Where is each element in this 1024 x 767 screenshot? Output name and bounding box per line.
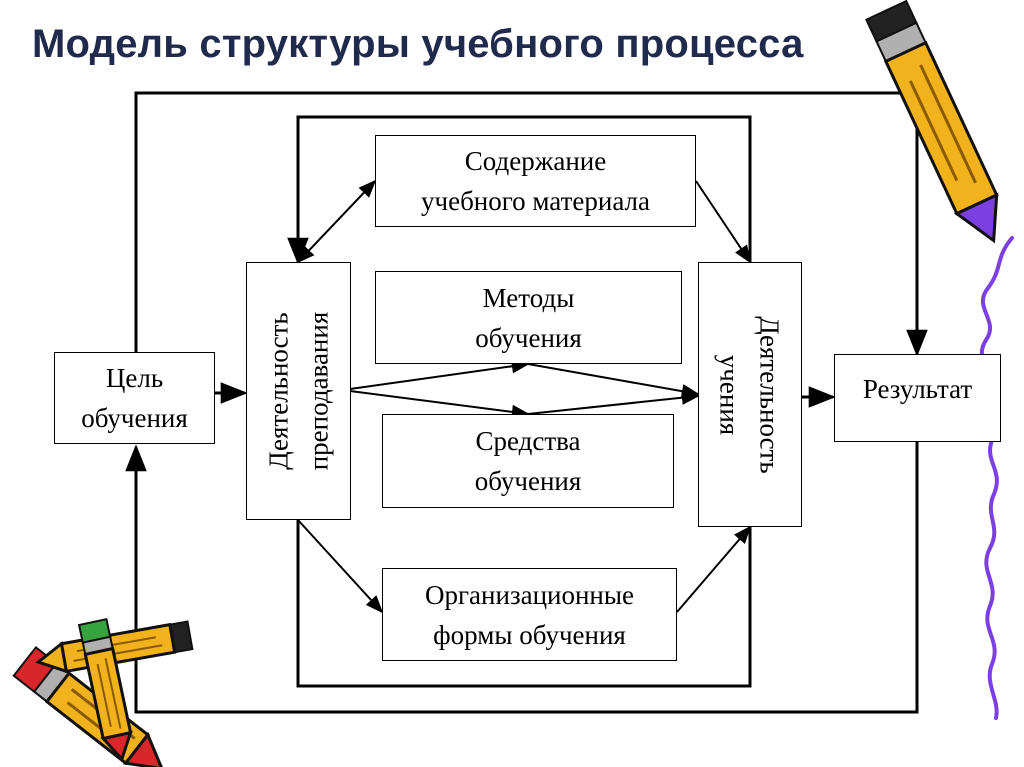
outer-frame-bottom [125, 442, 919, 714]
arrow-means-to-learning [527, 390, 700, 415]
arrow-teaching-content [296, 179, 377, 264]
methods-box: Методы обучения [375, 271, 682, 364]
means-box: Средства обучения [382, 414, 674, 508]
result-box: Результат [834, 354, 1001, 442]
content-label: Содержание учебного материала [421, 146, 650, 216]
pencil-icon [77, 618, 133, 762]
purple-squiggle [979, 236, 1014, 720]
teaching-activity-box: Деятельность преподавания [246, 262, 351, 520]
arrow-teaching-to-means [349, 390, 530, 420]
page-title: Модель структуры учебного процесса [32, 22, 804, 66]
arrow-forms-to-learning [676, 525, 752, 613]
pencil-icon [865, 0, 999, 244]
learning-activity-box: Деятельность учения [698, 262, 802, 527]
arrow-teaching-to-methods [349, 359, 530, 390]
methods-label: Методы обучения [475, 282, 582, 353]
content-box: Содержание учебного материала [375, 135, 696, 227]
outer-frame-top [134, 91, 928, 357]
goal-label: Цель обучения [81, 363, 188, 433]
arrow-methods-to-learning [527, 363, 700, 399]
teaching-activity-label: Деятельность преподавания [263, 311, 334, 471]
inner-loop-bottom [296, 520, 752, 688]
goal-box: Цель обучения [54, 352, 215, 444]
organizational-forms-box: Организационные формы обучения [382, 568, 677, 661]
result-label: Результат [862, 374, 973, 404]
learning-activity-label: Деятельность учения [715, 315, 786, 474]
organizational-forms-label: Организационные формы обучения [424, 579, 635, 650]
means-label: Средства обучения [474, 426, 582, 496]
arrow-content-to-learning [695, 180, 751, 264]
arrow-teaching-to-forms [297, 519, 384, 614]
